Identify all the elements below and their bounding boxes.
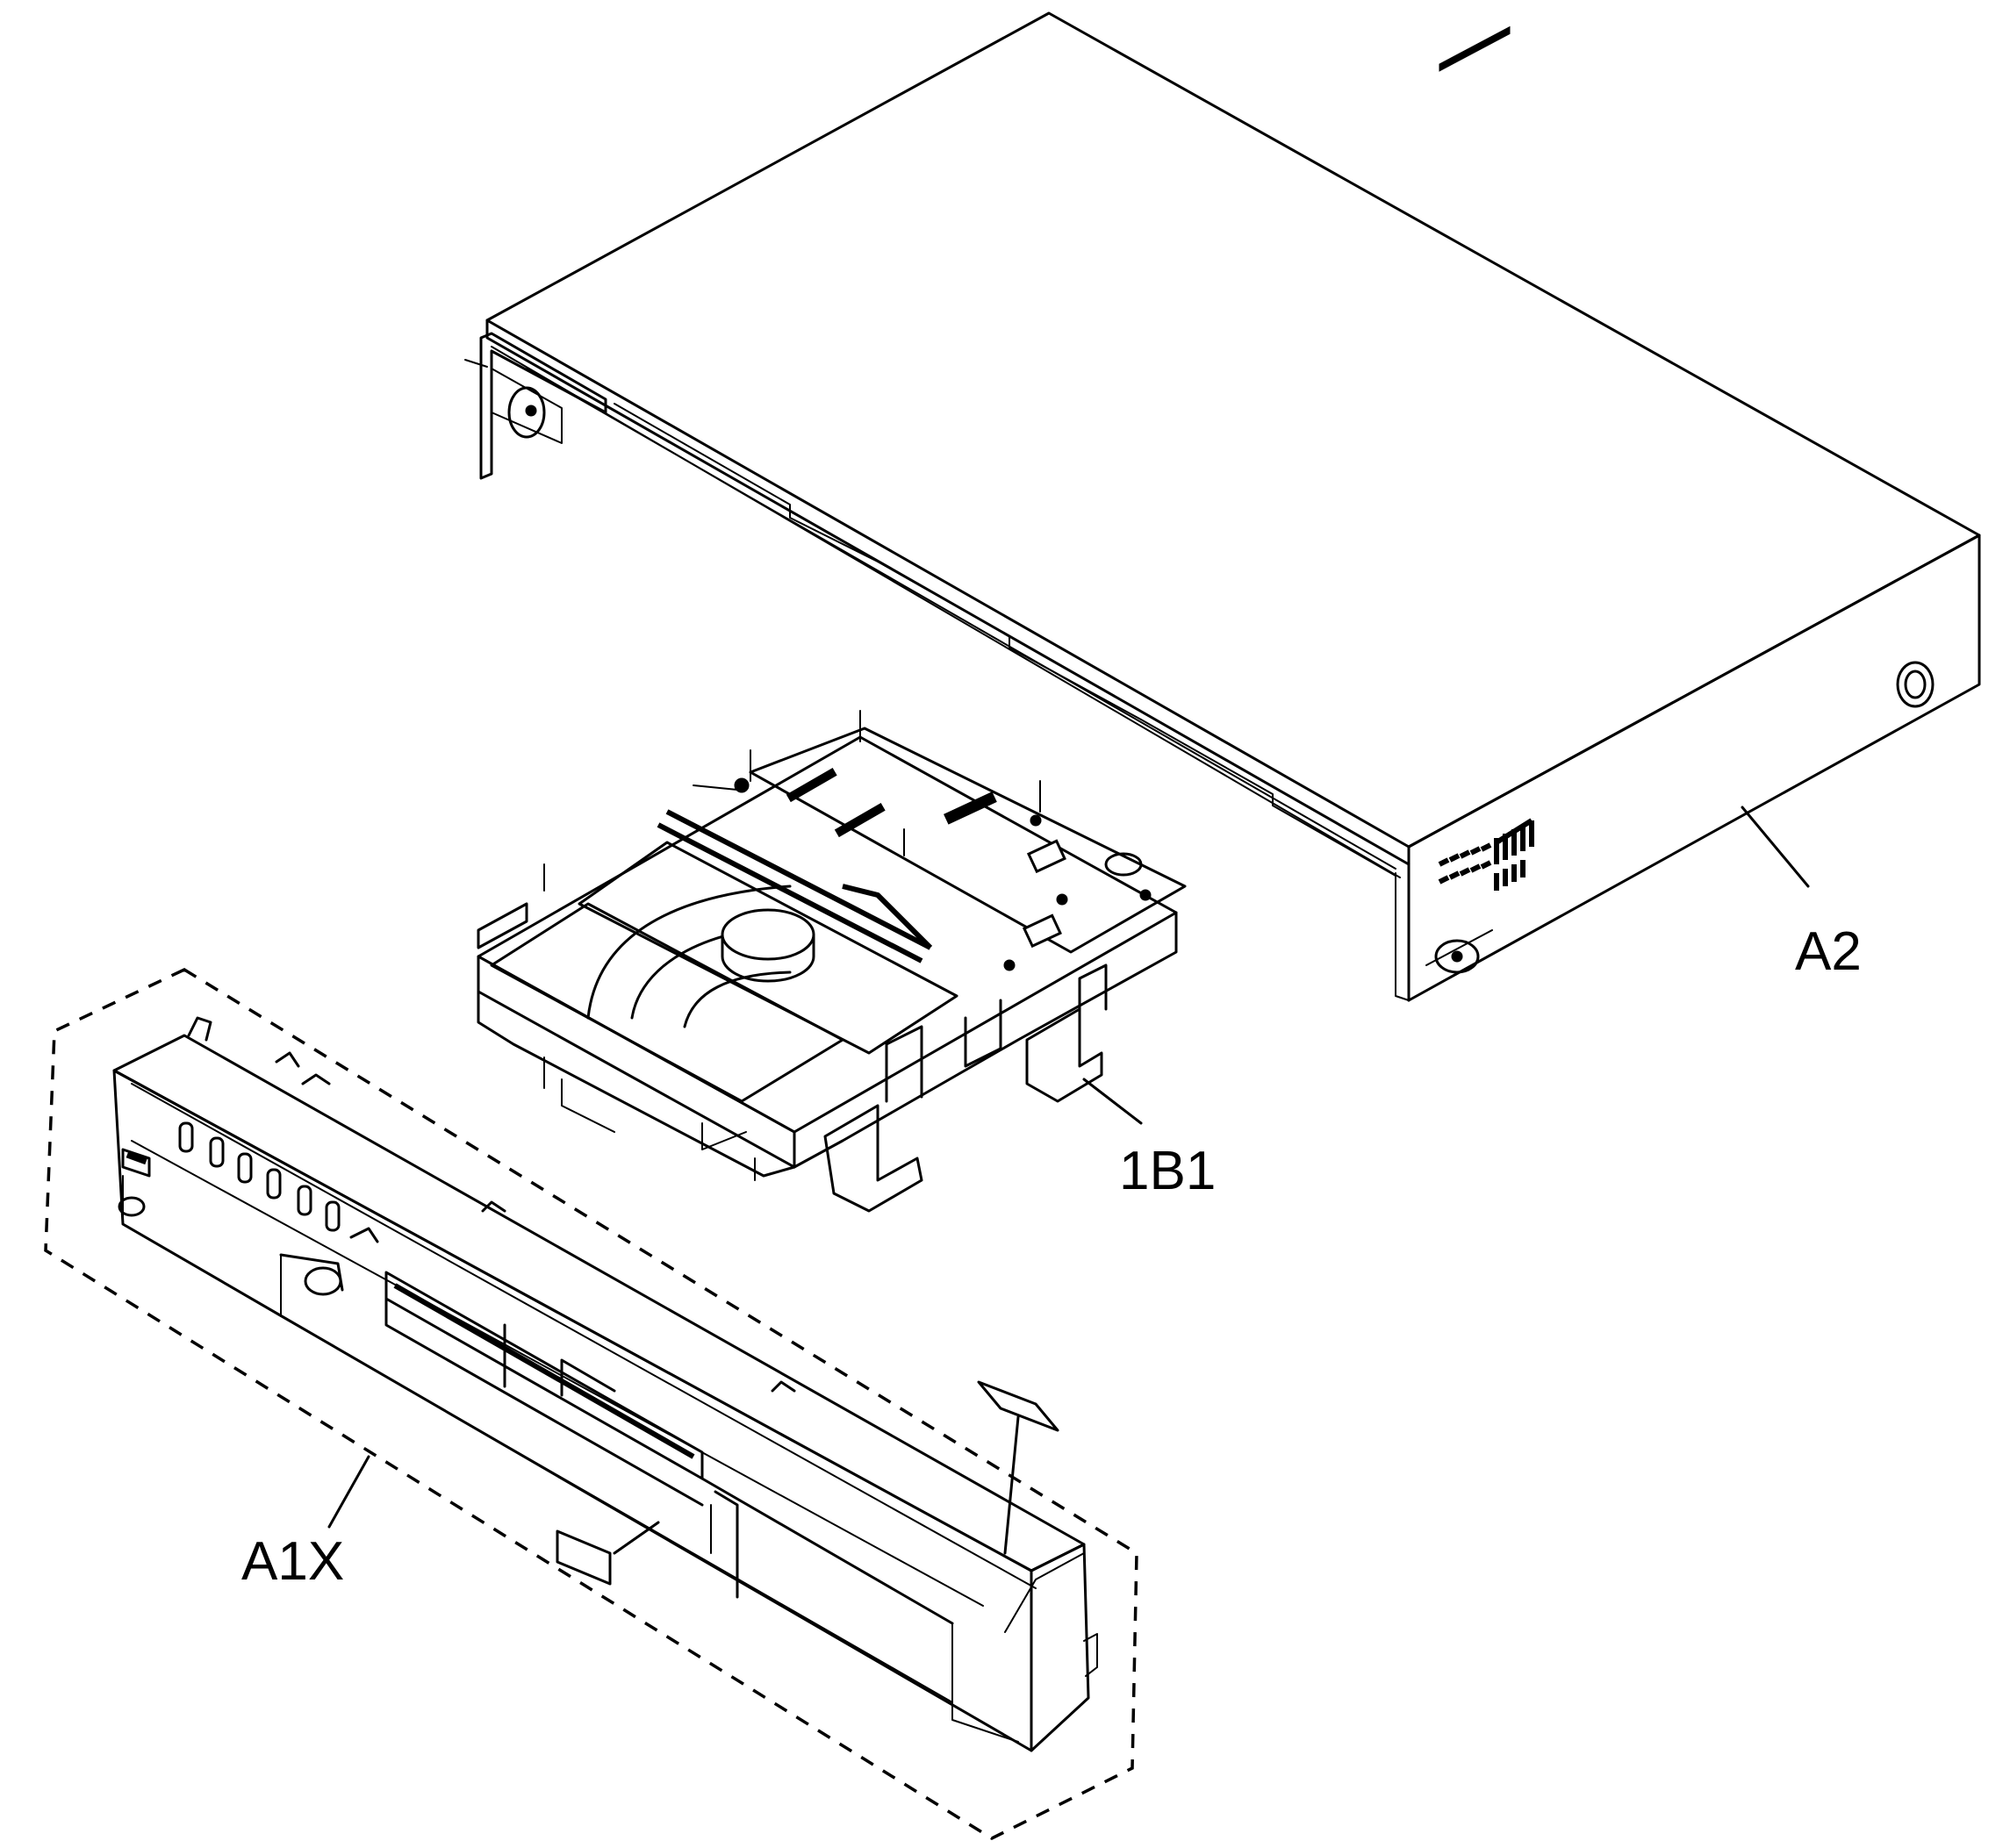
front-panel-assembly [44, 968, 1138, 1841]
dvd-loader [477, 710, 1187, 1213]
label-1b1: 1B1 [1119, 1141, 1216, 1201]
vent-slots [1439, 25, 1511, 72]
label-a2: A2 [1795, 921, 1862, 982]
top-cover [464, 11, 1981, 1002]
label-a1x: A1X [241, 1531, 344, 1592]
